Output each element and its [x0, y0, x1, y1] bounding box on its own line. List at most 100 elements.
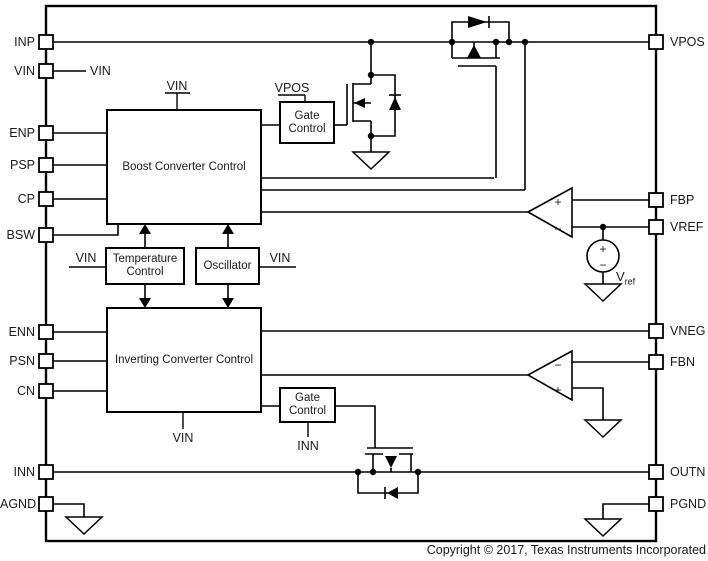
fbn-error-amp: − + — [526, 349, 623, 439]
net-label-vin-temp: VIN — [75, 251, 97, 265]
block-temperature-control: Temperature Control — [105, 247, 185, 285]
boost-nmos-switch — [346, 42, 401, 171]
net-label-vpos-gate: VPOS — [274, 81, 310, 95]
body-arrow — [467, 45, 481, 58]
vpos-highside-switch — [451, 16, 526, 190]
pin-square-vin — [38, 63, 54, 79]
pin-square-enn — [38, 324, 54, 340]
pin-label-pgnd: PGND — [670, 497, 707, 511]
control-arrows — [139, 224, 234, 308]
ground-icon — [583, 518, 623, 538]
up-arrow-icon — [139, 224, 151, 234]
block-label: Inverting Converter Control — [114, 353, 254, 366]
block-label: Oscillator — [203, 259, 252, 272]
vref-subscript: ref — [624, 276, 636, 287]
ground-icon — [583, 419, 623, 439]
pin-label-vpos: VPOS — [670, 35, 705, 49]
body-arrow — [385, 456, 397, 468]
pin-square-fbp — [648, 192, 664, 208]
junction-dots — [354, 38, 607, 476]
pin-square-psn — [38, 353, 54, 369]
diode-icon — [468, 16, 487, 28]
block-label: Temperature Control — [112, 253, 178, 278]
source-minus-label: − — [599, 258, 606, 272]
copyright-notice: Copyright © 2017, Texas Instruments Inco… — [426, 543, 706, 557]
block-gate-control-top: Gate Control — [279, 101, 335, 144]
block-boost-converter-control: Boost Converter Control — [106, 109, 262, 225]
pin-label-cp: CP — [17, 192, 35, 206]
block-label: Boost Converter Control — [122, 160, 246, 173]
pin-square-cn — [38, 383, 54, 399]
pin-square-psp — [38, 157, 54, 173]
pin-squares — [38, 34, 664, 512]
block-label: Gate Control — [288, 109, 326, 135]
pin-square-fbn — [648, 354, 664, 370]
pin-label-vin: VIN — [14, 64, 35, 78]
net-label-stubs — [69, 92, 309, 437]
boost-output-wires — [256, 124, 528, 213]
pin-label-inn: INN — [13, 465, 35, 479]
pin-square-inn — [38, 464, 54, 480]
vref-source: + − — [583, 227, 623, 303]
fbp-error-amp: + − — [526, 186, 573, 239]
source-plus-label: + — [599, 242, 606, 256]
vref-base: V — [616, 269, 625, 284]
outn-nmos-switch — [357, 447, 419, 499]
agnd-ground — [64, 516, 104, 536]
diode-icon — [387, 487, 398, 499]
net-label-vin-pin: VIN — [90, 64, 111, 78]
plus-input-label: + — [554, 195, 561, 209]
minus-input-label: − — [554, 358, 561, 372]
ground-icon — [64, 516, 104, 536]
pin-square-inp — [38, 34, 54, 50]
minus-input-label: − — [554, 222, 561, 236]
pin-label-psp: PSP — [9, 158, 35, 172]
diode-loop — [451, 21, 510, 42]
net-label-vin-boost: VIN — [166, 79, 188, 93]
pin-label-vneg: VNEG — [670, 324, 706, 338]
body-arrow — [354, 98, 365, 108]
pin-square-outn — [648, 464, 664, 480]
pin-label-enn: ENN — [8, 325, 35, 339]
down-arrow-icon — [139, 298, 151, 308]
pin-square-enp — [38, 125, 54, 141]
pin-label-fbn: FBN — [670, 355, 695, 369]
pin-square-cp — [38, 191, 54, 207]
plus-input-label: + — [554, 383, 561, 397]
down-arrow-icon — [222, 298, 234, 308]
pin-wires-right — [258, 199, 649, 519]
outer-boundary — [44, 4, 658, 543]
pin-label-inp: INP — [14, 35, 35, 49]
block-label: Gate Control — [288, 392, 327, 417]
up-arrow-icon — [222, 224, 234, 234]
voltage-source-icon — [586, 239, 620, 273]
pin-wires-left — [53, 70, 119, 517]
pin-label-fbp: FBP — [670, 193, 695, 207]
block-inverting-converter-control: Inverting Converter Control — [106, 307, 262, 413]
pin-square-vneg — [648, 323, 664, 339]
ground-icon — [351, 151, 391, 171]
diode-loop — [357, 472, 419, 494]
pin-label-psn: PSN — [9, 354, 35, 368]
pin-label-enp: ENP — [9, 126, 35, 140]
pin-square-agnd — [38, 496, 54, 512]
pin-square-pgnd — [648, 496, 664, 512]
net-label-inn-gate: INN — [297, 439, 319, 453]
pgnd-ground — [583, 518, 623, 538]
vref-source-label: Vref — [616, 269, 635, 287]
pin-square-vpos — [648, 34, 664, 50]
pin-label-agnd: AGND — [0, 497, 37, 511]
pin-label-cn: CN — [16, 384, 35, 398]
pin-square-vref — [648, 219, 664, 235]
net-label-vin-osc: VIN — [269, 251, 291, 265]
ground-icon — [583, 283, 623, 303]
block-oscillator: Oscillator — [195, 247, 260, 285]
pin-label-bsw: BSW — [6, 228, 35, 242]
pin-square-bsw — [38, 227, 54, 243]
pin-label-outn: OUTN — [670, 465, 706, 479]
net-label-vin-inverting: VIN — [172, 431, 194, 445]
block-gate-control-bottom: Gate Control — [279, 387, 336, 423]
diode-icon — [389, 97, 401, 110]
